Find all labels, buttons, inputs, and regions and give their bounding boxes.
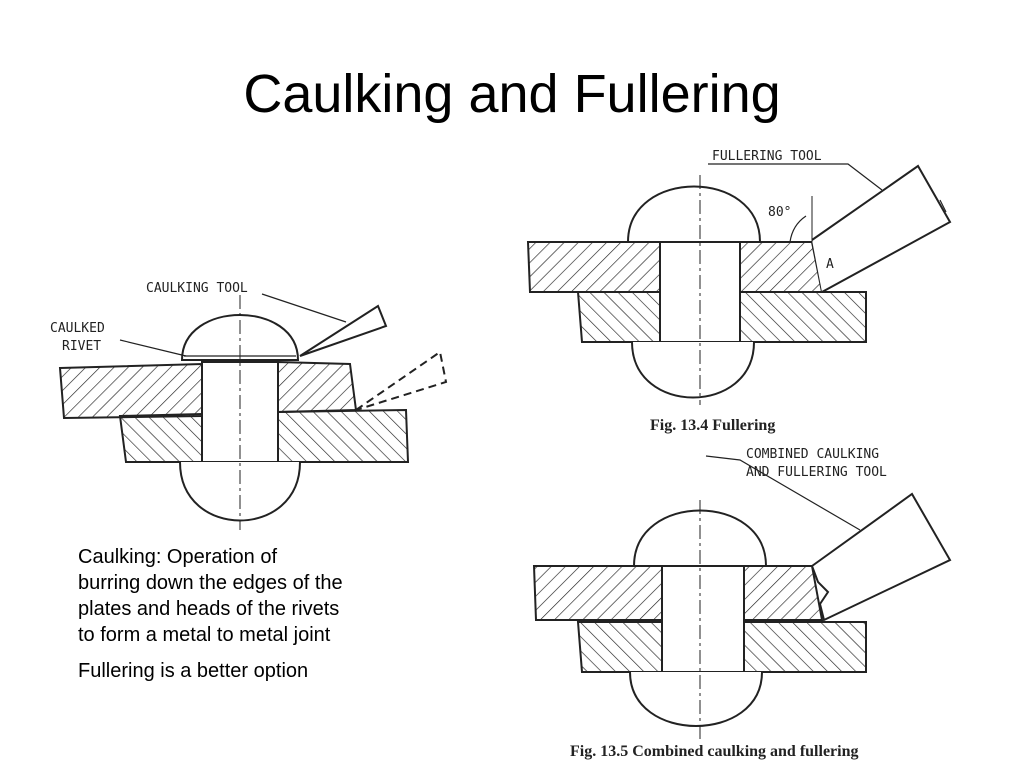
slide-title: Caulking and Fullering: [243, 64, 781, 124]
fullering-note: Fullering is a better option: [78, 660, 309, 682]
caulked-rivet-label-2: RIVET: [62, 339, 101, 354]
top-plate-right: [743, 565, 824, 621]
top-plate-right: [739, 241, 824, 293]
rivet-shank: [661, 565, 745, 673]
angle-label: 80°: [768, 205, 791, 220]
caulking-definition: Caulking: Operation of burring down the …: [78, 544, 438, 648]
definition-line: burring down the edges of the: [78, 572, 343, 594]
definition-line: to form a metal to metal joint: [78, 624, 331, 646]
top-plate-left: [526, 241, 661, 293]
fullering-figure: [526, 163, 952, 405]
tool-dashed-outline: [355, 350, 448, 411]
caulked-rivet-label-1: CAULKED: [50, 321, 105, 336]
bottom-plate-right: [277, 408, 410, 463]
definition-line: Caulking: Operation of: [78, 546, 278, 568]
bottom-plate-right: [739, 291, 867, 343]
rivet-bottom-head: [631, 341, 755, 399]
fig-13-5-caption: Fig. 13.5 Combined caulking and fullerin…: [570, 743, 859, 760]
combined-figure: [532, 455, 952, 740]
top-plate-left: [532, 565, 663, 621]
top-plate-right: [277, 360, 358, 414]
top-plate-left: [58, 362, 203, 420]
fullering-tool-label: FULLERING TOOL: [712, 149, 822, 164]
caulking-tool: [299, 304, 388, 357]
combined-tool-label-1: COMBINED CAULKING: [746, 447, 879, 462]
rivet-top-head: [180, 314, 300, 361]
description-text: Caulking: Operation of burring down the …: [78, 544, 438, 694]
point-a-label: A: [826, 257, 834, 272]
bottom-plate-left: [576, 291, 661, 343]
combined-tool-label-2: AND FULLERING TOOL: [746, 465, 887, 480]
bottom-plate-left: [576, 621, 663, 673]
fullering-tool: [811, 164, 952, 293]
bottom-plate-left: [118, 412, 203, 463]
caulking-figure: [58, 293, 448, 530]
combined-tool: [810, 492, 952, 622]
rivet-bottom-head: [629, 671, 763, 727]
bottom-plate-right: [743, 621, 867, 673]
rivet-top-head: [627, 185, 761, 243]
definition-line: plates and heads of the rivets: [78, 598, 340, 620]
fig-13-4-caption: Fig. 13.4 Fullering: [650, 417, 775, 434]
caulking-tool-label: CAULKING TOOL: [146, 281, 248, 296]
